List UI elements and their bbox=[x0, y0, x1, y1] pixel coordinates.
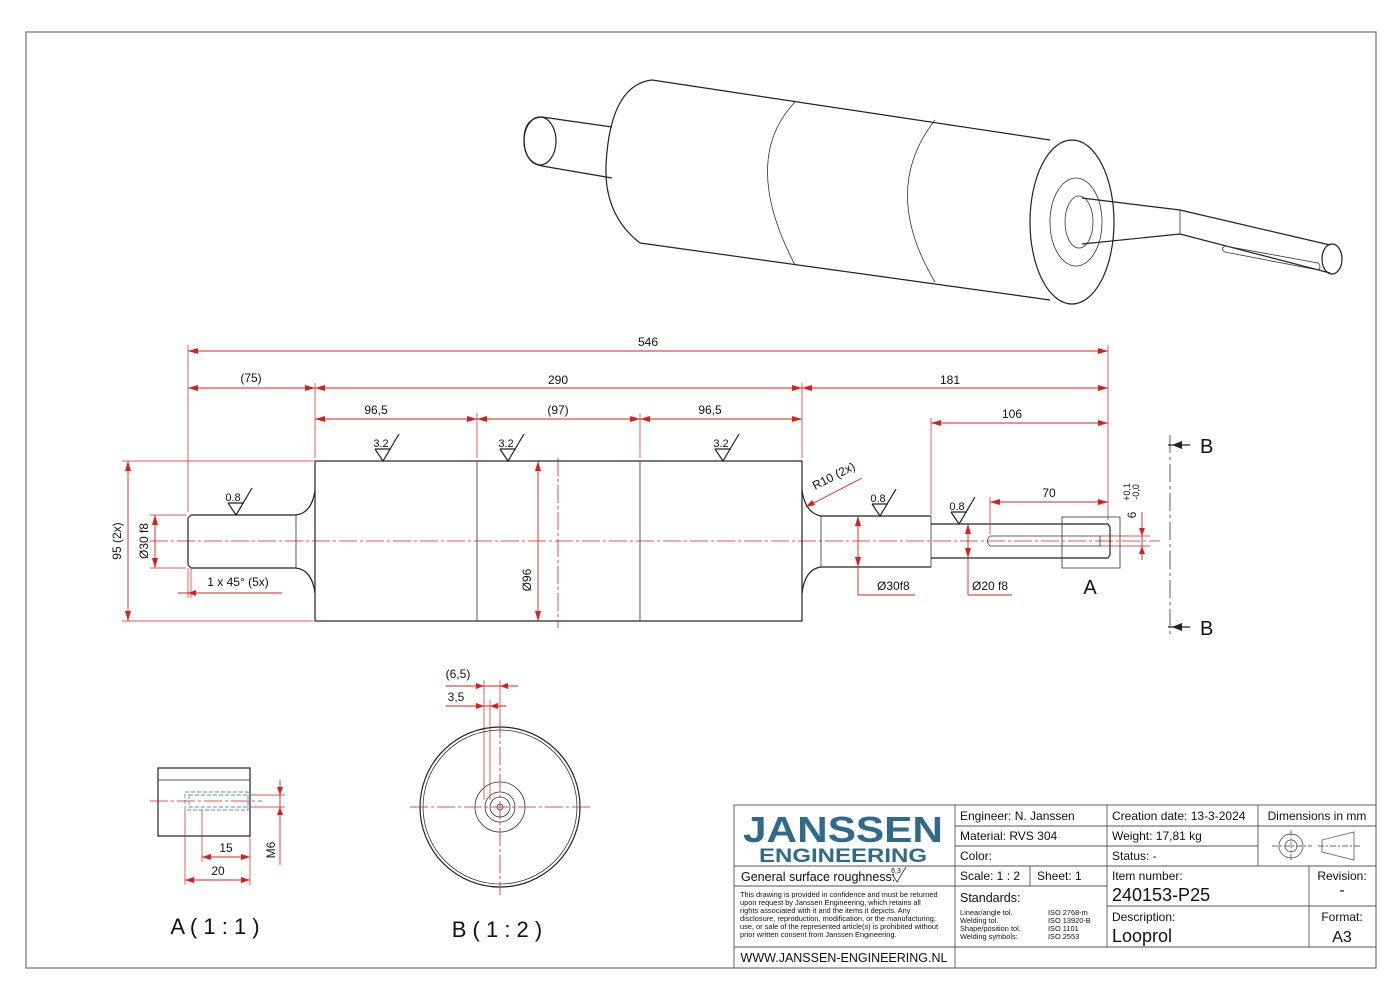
svg-text:upon request by Janssen Engine: upon request by Janssen Engineering, whi… bbox=[740, 898, 921, 907]
svg-text:JANSSEN: JANSSEN bbox=[743, 809, 943, 850]
dim-seg-right: 96,5 bbox=[698, 403, 722, 417]
svg-text:use, or sale of the represente: use, or sale of the represented article(… bbox=[740, 922, 938, 931]
dim-detail-20: 20 bbox=[211, 864, 225, 878]
roughness-symbol: 0.8 bbox=[949, 496, 976, 526]
weight: Weight: 17,81 kg bbox=[1112, 829, 1202, 843]
dim-diameter-30-right: Ø30f8 bbox=[877, 579, 910, 593]
svg-text:Welding tol.: Welding tol. bbox=[960, 916, 998, 925]
svg-text:Welding symbols:: Welding symbols: bbox=[960, 932, 1018, 941]
svg-text:6,3: 6,3 bbox=[891, 868, 901, 875]
svg-text:3.2: 3.2 bbox=[373, 438, 388, 450]
dim-section-35: 3,5 bbox=[448, 690, 465, 704]
dim-key-length: 70 bbox=[1042, 486, 1056, 500]
svg-text:ISO 2768-m: ISO 2768-m bbox=[1048, 908, 1088, 917]
section-view-b: (6,5) 3,5 B ( 1 : 2 ) bbox=[410, 667, 592, 942]
dim-key-tol-upper: +0,1 bbox=[1122, 483, 1132, 501]
dim-seg-mid: (97) bbox=[547, 403, 568, 417]
dim-radius: R10 (2x) bbox=[810, 459, 857, 492]
svg-text:disclosure, reproduction, modi: disclosure, reproduction, modification, … bbox=[740, 914, 936, 923]
svg-text:ISO 13920-B: ISO 13920-B bbox=[1048, 916, 1091, 925]
dim-roller: 290 bbox=[548, 373, 568, 387]
svg-text:This drawing is provided in co: This drawing is provided in confidence a… bbox=[740, 890, 938, 899]
material: Material: RVS 304 bbox=[960, 829, 1057, 843]
roughness-symbols: 0.8 3.2 3.2 3.2 0.8 0.8 bbox=[225, 433, 976, 526]
dim-seg-left: 96,5 bbox=[364, 403, 388, 417]
revision: - bbox=[1339, 882, 1344, 899]
general-roughness-label: General surface roughness: bbox=[741, 870, 895, 884]
dim-overall: 546 bbox=[638, 335, 658, 349]
dim-diameter-left: Ø30 f8 bbox=[137, 523, 151, 559]
dim-right-shaft: 181 bbox=[940, 373, 960, 387]
status: Status: - bbox=[1112, 849, 1157, 863]
color: Color: bbox=[960, 849, 992, 863]
view-a-title: A ( 1 : 1 ) bbox=[170, 914, 259, 939]
svg-text:rights associated with it and: rights associated with it and the items … bbox=[740, 906, 911, 915]
general-roughness-symbol: 6,3 bbox=[891, 866, 907, 883]
item-number-label: Item number: bbox=[1112, 869, 1183, 883]
projection-symbol-icon bbox=[1272, 830, 1362, 862]
dim-height-95: 95 (2x) bbox=[110, 522, 124, 559]
title-block: JANSSEN ENGINEERING General surface roug… bbox=[733, 804, 1377, 969]
detail-view-a: 15 20 M6 A ( 1 : 1 ) bbox=[150, 767, 285, 939]
svg-text:3.2: 3.2 bbox=[498, 438, 513, 450]
dim-diameter-96: Ø96 bbox=[520, 568, 534, 591]
engineer: Engineer: N. Janssen bbox=[960, 809, 1075, 823]
creation-date: Creation date: 13-3-2024 bbox=[1112, 809, 1246, 823]
dim-key-tol-lower: -0,0 bbox=[1131, 484, 1141, 500]
svg-text:0.8: 0.8 bbox=[949, 501, 964, 513]
roller-body bbox=[314, 460, 803, 622]
dimensions: 546 (75) 290 181 96,5 (97) 96,5 106 70 9… bbox=[110, 335, 1150, 628]
format-label: Format: bbox=[1321, 910, 1362, 924]
dim-shaft-end: 106 bbox=[1002, 407, 1022, 421]
roughness-symbol: 3.2 bbox=[498, 433, 525, 463]
view-b-title: B ( 1 : 2 ) bbox=[452, 917, 542, 942]
roughness-symbol: 3.2 bbox=[713, 433, 740, 463]
sheet-border bbox=[25, 31, 1377, 969]
roughness-symbol: 3.2 bbox=[373, 433, 400, 463]
standards-label: Standards: bbox=[960, 891, 1020, 905]
dim-key-width: 6 bbox=[1125, 511, 1139, 518]
revision-label: Revision: bbox=[1317, 869, 1366, 883]
standards-list: Linear/angle tol. ISO 2768-m Welding tol… bbox=[960, 908, 1091, 941]
website: WWW.JANSSEN-ENGINEERING.NL bbox=[741, 951, 948, 965]
isometric-view bbox=[523, 79, 1343, 305]
disclaimer: This drawing is provided in confidence a… bbox=[740, 890, 938, 939]
svg-text:ISO 1101: ISO 1101 bbox=[1048, 924, 1079, 933]
section-b-label-bottom: B bbox=[1200, 618, 1213, 640]
dim-detail-m6: M6 bbox=[264, 841, 278, 858]
svg-text:ISO 2553: ISO 2553 bbox=[1048, 932, 1079, 941]
scale: Scale: 1 : 2 bbox=[960, 869, 1020, 883]
section-b-label-top: B bbox=[1200, 436, 1213, 458]
dim-left-shaft: (75) bbox=[240, 371, 261, 385]
detail-a-label: A bbox=[1083, 577, 1097, 599]
roughness-symbol: 0.8 bbox=[225, 487, 253, 517]
svg-text:ENGINEERING: ENGINEERING bbox=[759, 846, 927, 867]
format: A3 bbox=[1332, 929, 1352, 946]
roughness-symbol: 0.8 bbox=[870, 488, 897, 518]
company-logo: JANSSEN ENGINEERING bbox=[743, 809, 943, 867]
item-number: 240153-P25 bbox=[1112, 885, 1210, 905]
sheet-number: Sheet: 1 bbox=[1037, 869, 1082, 883]
svg-text:0.8: 0.8 bbox=[870, 493, 885, 505]
description: Looprol bbox=[1112, 926, 1172, 946]
svg-text:Linear/angle tol.: Linear/angle tol. bbox=[960, 908, 1013, 917]
description-label: Description: bbox=[1112, 910, 1175, 924]
svg-text:3.2: 3.2 bbox=[713, 438, 728, 450]
dim-chamfer: 1 x 45° (5x) bbox=[207, 575, 269, 589]
dim-diameter-20: Ø20 f8 bbox=[972, 579, 1008, 593]
dim-detail-15: 15 bbox=[219, 841, 233, 855]
dim-section-65: (6,5) bbox=[446, 667, 471, 681]
svg-text:Shape/position tol.: Shape/position tol. bbox=[960, 924, 1021, 933]
svg-text:prior written consent from Jan: prior written consent from Janssen Engin… bbox=[740, 930, 897, 939]
dimensions-unit: Dimensions in mm bbox=[1268, 809, 1367, 823]
side-view: A B B bbox=[150, 435, 1213, 640]
svg-text:0.8: 0.8 bbox=[225, 492, 240, 504]
